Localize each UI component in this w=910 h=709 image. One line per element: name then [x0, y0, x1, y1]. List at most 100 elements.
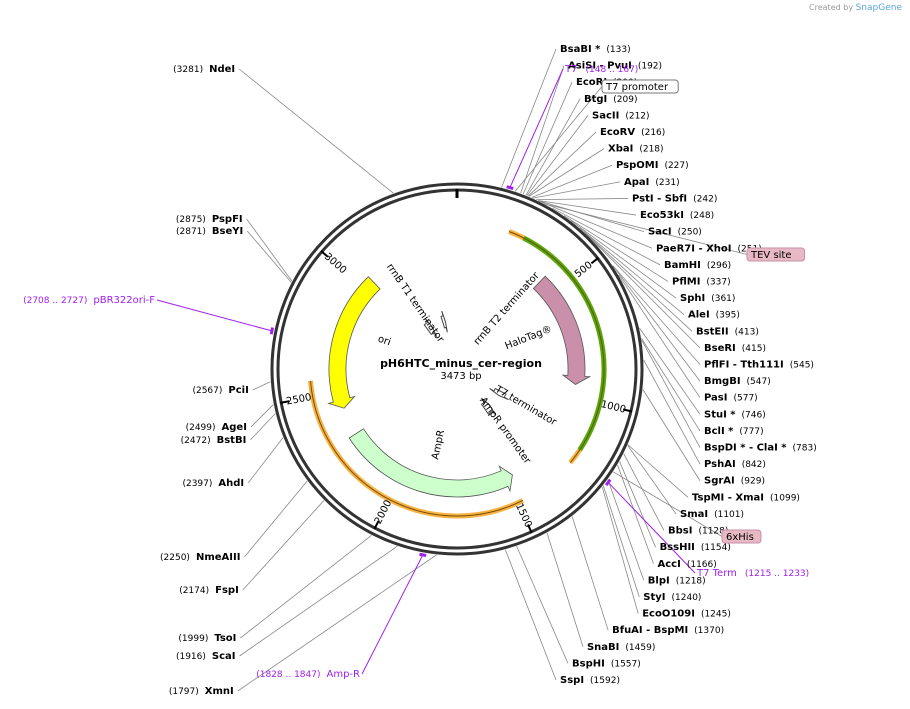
enzyme-label: AccI(1166): [658, 559, 717, 570]
primer-leader-line: [156, 299, 273, 332]
enzyme-leader-line: [612, 266, 701, 382]
enzyme-leader-line: [639, 327, 701, 415]
enzyme-leader-line: [571, 516, 609, 631]
enzyme-leader-line: [526, 115, 589, 196]
enzyme-leader-line: [584, 231, 701, 349]
enzyme-label: BamHI(296): [664, 260, 731, 271]
enzyme-label: SmaI(1101): [680, 509, 744, 520]
enzyme-label: BlpI(1218): [648, 575, 706, 586]
enzyme-leader-line: [602, 485, 640, 598]
feature-label: ori: [376, 334, 392, 349]
enzyme-label: (2871)BseYI: [176, 226, 243, 237]
tick-label: 3000: [322, 251, 348, 276]
feature-t7-terminator-arrow: [489, 387, 509, 401]
enzyme-leader-line: [522, 82, 573, 195]
backbone: [270, 182, 644, 556]
primer-mark: [604, 478, 612, 487]
enzyme-leader-line: [538, 200, 637, 216]
box-leader-line: [612, 471, 723, 537]
enzyme-leader-line: [252, 381, 271, 391]
enzyme-leader-line: [237, 554, 437, 692]
enzyme-label: BclI *(777): [704, 426, 764, 437]
enzyme-label: SnaBI(1459): [587, 642, 655, 653]
enzyme-label: (2875)PspFI: [176, 214, 243, 225]
primer-label: (2708 .. 2727)pBR322ori-F: [23, 295, 155, 306]
enzyme-leader-line: [570, 220, 677, 299]
feature-label: AmpR: [430, 429, 447, 461]
enzyme-leader-line: [250, 404, 274, 428]
enzyme-leader-line: [246, 230, 292, 283]
tick-label: 2500: [285, 392, 312, 408]
tick-mark: [373, 520, 380, 530]
feature-ori-arrow: [327, 276, 381, 409]
enzyme-leader-line: [504, 549, 557, 681]
enzyme-label: SphI(361): [680, 293, 735, 304]
tick-label: 2000: [373, 498, 394, 526]
enzyme-leader-line: [641, 338, 701, 432]
feature-ampr-arrow: [348, 428, 513, 498]
tick-mark: [590, 256, 600, 265]
enzyme-leader-line: [242, 500, 325, 591]
box-leader-line: [544, 203, 748, 255]
primer-mark: [269, 327, 275, 335]
primer-leader-line: [509, 68, 564, 188]
enzyme-leader-line: [619, 461, 656, 548]
enzyme-label: SspI(1592): [560, 675, 620, 686]
enzyme-label: EcoRV(216): [600, 127, 665, 138]
enzyme-label: (2472)BstBI: [181, 435, 247, 446]
enzyme-label: BbsI(1128): [668, 526, 728, 537]
tick-label: 1000: [600, 399, 627, 416]
boxed-label: TEV site: [750, 250, 792, 261]
tick-mark: [527, 524, 533, 534]
tick-mark: [320, 250, 329, 258]
enzyme-label: AleI(395): [688, 310, 740, 321]
enzyme-label: PspOMI(227): [616, 160, 689, 171]
enzyme-leader-line: [538, 200, 645, 233]
orf-arc-core: [309, 380, 524, 517]
primer-label: (1828 .. 1847)Amp-R: [256, 669, 360, 680]
enzyme-label: ApaI(231): [624, 177, 680, 188]
enzyme-leader-line: [527, 131, 597, 197]
boxed-label: 6xHis: [726, 532, 754, 543]
enzyme-label: (3281)NdeI: [173, 64, 235, 75]
enzyme-label: BseRI(415): [704, 343, 766, 354]
enzyme-leader-line: [238, 68, 394, 194]
enzyme-label: XbaI(218): [608, 144, 664, 155]
enzyme-leader-line: [250, 413, 276, 441]
enzyme-label: BssHII(1154): [660, 542, 731, 553]
enzyme-leader-line: [607, 479, 645, 581]
enzyme-leader-line: [641, 340, 701, 448]
enzyme-leader-line: [601, 486, 639, 614]
enzyme-label: AsiSI - PvuI(192): [568, 61, 662, 72]
enzyme-leader-line: [618, 274, 701, 398]
enzyme-leader-line: [617, 464, 654, 564]
enzyme-leader-line: [525, 98, 581, 196]
enzyme-label: (2397)AhdI: [182, 478, 244, 489]
boxed-label-frame: [721, 529, 762, 544]
enzyme-label: PflMI(337): [672, 276, 731, 287]
enzyme-leader-line: [536, 198, 629, 201]
enzyme-leader-line: [623, 453, 665, 531]
enzyme-leader-line: [579, 227, 685, 315]
enzyme-label: SacI(250): [648, 227, 702, 238]
enzyme-label: (1999)TsoI: [178, 633, 236, 644]
enzyme-label: (2174)FspI: [179, 585, 239, 596]
enzyme-leader-line: [516, 546, 569, 664]
feature-halotag--arrow: [532, 275, 592, 385]
box-leader-line: [514, 86, 603, 192]
enzyme-label: PstI - SbfI(242): [632, 193, 717, 204]
enzyme-label: BtgI(209): [584, 94, 637, 105]
primer-leader-line: [361, 554, 424, 675]
enzyme-leader-line: [583, 231, 693, 332]
tick-label: 1500: [513, 502, 534, 530]
enzyme-label: BstEII(413): [696, 326, 759, 337]
enzyme-leader-line: [247, 437, 284, 484]
plasmid-length: 3473 bp: [440, 371, 481, 382]
leader-lines: [156, 48, 748, 692]
feature-ampr-promoter-arrow: [480, 397, 496, 416]
enzyme-label: BspDI * - ClaI *(783): [704, 443, 817, 454]
enzyme-leader-line: [531, 164, 613, 198]
enzyme-label: (1797)XmnI: [169, 686, 234, 697]
